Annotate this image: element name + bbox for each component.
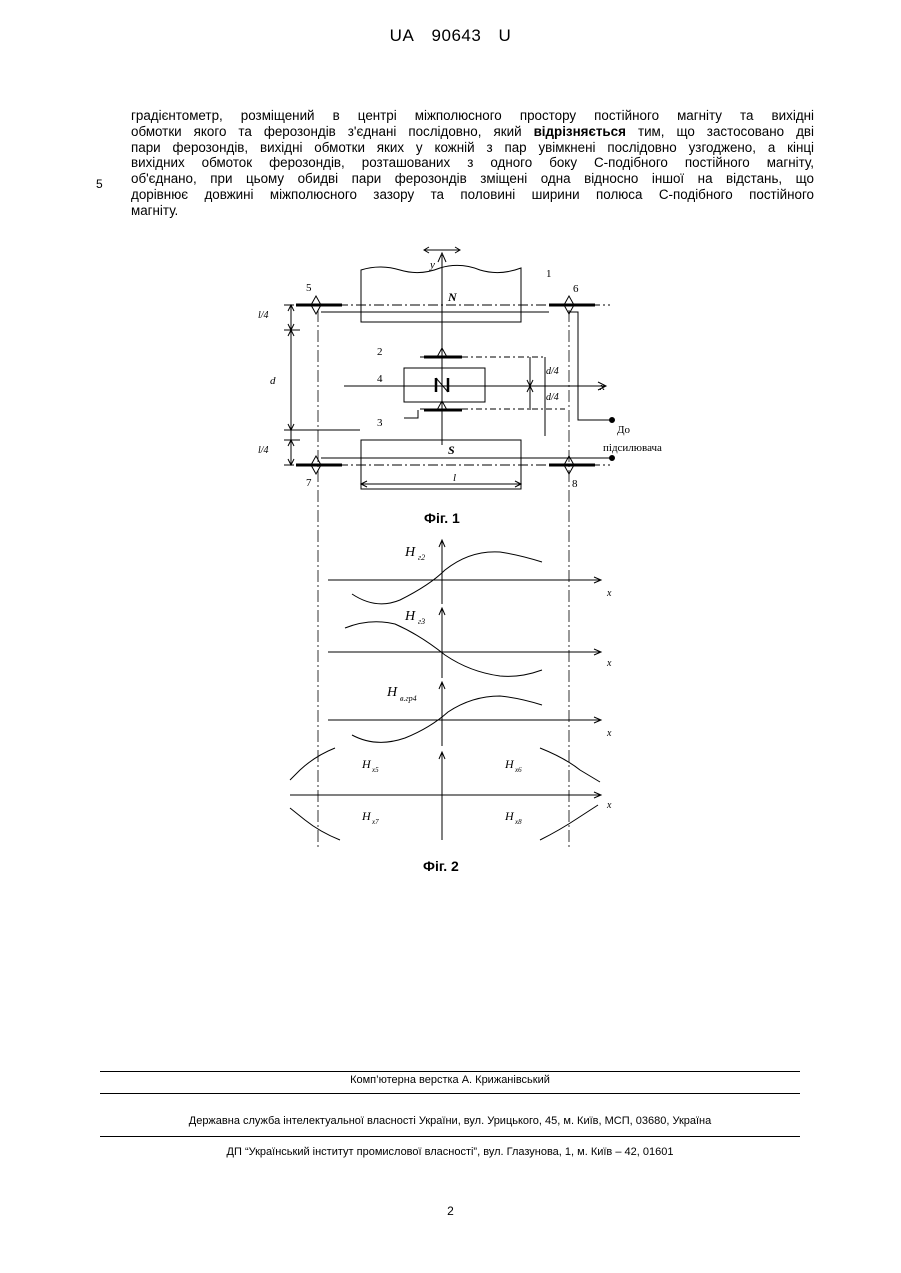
footer-office: Державна служба інтелектуальної власност… [100,1115,800,1127]
label-hx8: H [504,809,515,823]
label-6: 6 [573,283,579,295]
curve-hx5 [290,748,335,780]
label-x-plot3: x [606,728,612,739]
label-8: 8 [572,478,578,490]
footer-layout: Комп’ютерна верстка А. Крижанівський [100,1074,800,1086]
label-l: l [453,472,456,484]
label-hx5: H [361,757,372,771]
footer-rule [100,1093,800,1094]
label-1: 1 [546,268,552,280]
label-hx6: H [504,757,515,771]
label-hgr4: H [386,685,398,700]
curve-hgr4 [352,696,542,742]
footer-rule [100,1136,800,1137]
label-hg3-sub: г3 [418,617,425,626]
label-l4-bot: l/4 [258,445,269,456]
footer-institute: ДП “Український інститут промислової вла… [100,1146,800,1158]
label-s: S [448,443,455,457]
magnet-n-pole [361,265,521,322]
label-4: 4 [377,373,383,385]
label-x-plot2: x [606,658,612,669]
label-hx7: H [361,809,372,823]
label-amp2: підсилювача [603,442,662,454]
label-x-plot4: x [606,800,612,811]
label-d4-bot: d/4 [546,392,559,403]
label-l4-top: l/4 [258,310,269,321]
label-hx5-sub: x5 [371,766,379,774]
label-hx7-sub: x7 [371,818,379,826]
label-y: y [429,259,435,271]
label-hx8-sub: x8 [514,818,522,826]
curve-hx7 [290,808,340,840]
label-3: 3 [377,417,383,429]
label-x: x [599,381,605,393]
label-hg2-sub: г2 [418,553,425,562]
label-d: d [270,375,276,387]
label-5: 5 [306,282,312,294]
curve-hg3 [345,622,542,677]
label-hg2: H [404,545,416,560]
label-hx6-sub: x6 [514,766,522,774]
curve-hg2 [352,552,542,604]
page-number: 2 [0,1204,901,1218]
label-n: N [447,290,458,304]
label-x-plot1: x [606,588,612,599]
label-d4-top: d/4 [546,366,559,377]
gradiometer-box [404,368,485,402]
label-2: 2 [377,346,383,358]
footer-rule [100,1071,800,1072]
figure-1-caption: Фіг. 1 [424,510,460,526]
figure-2-caption: Фіг. 2 [423,858,459,874]
label-7: 7 [306,477,312,489]
curve-hx6 [540,748,600,782]
label-hg3: H [404,609,416,624]
label-hgr4-sub: в.гр4 [400,694,417,703]
label-amp1: До [617,424,631,436]
